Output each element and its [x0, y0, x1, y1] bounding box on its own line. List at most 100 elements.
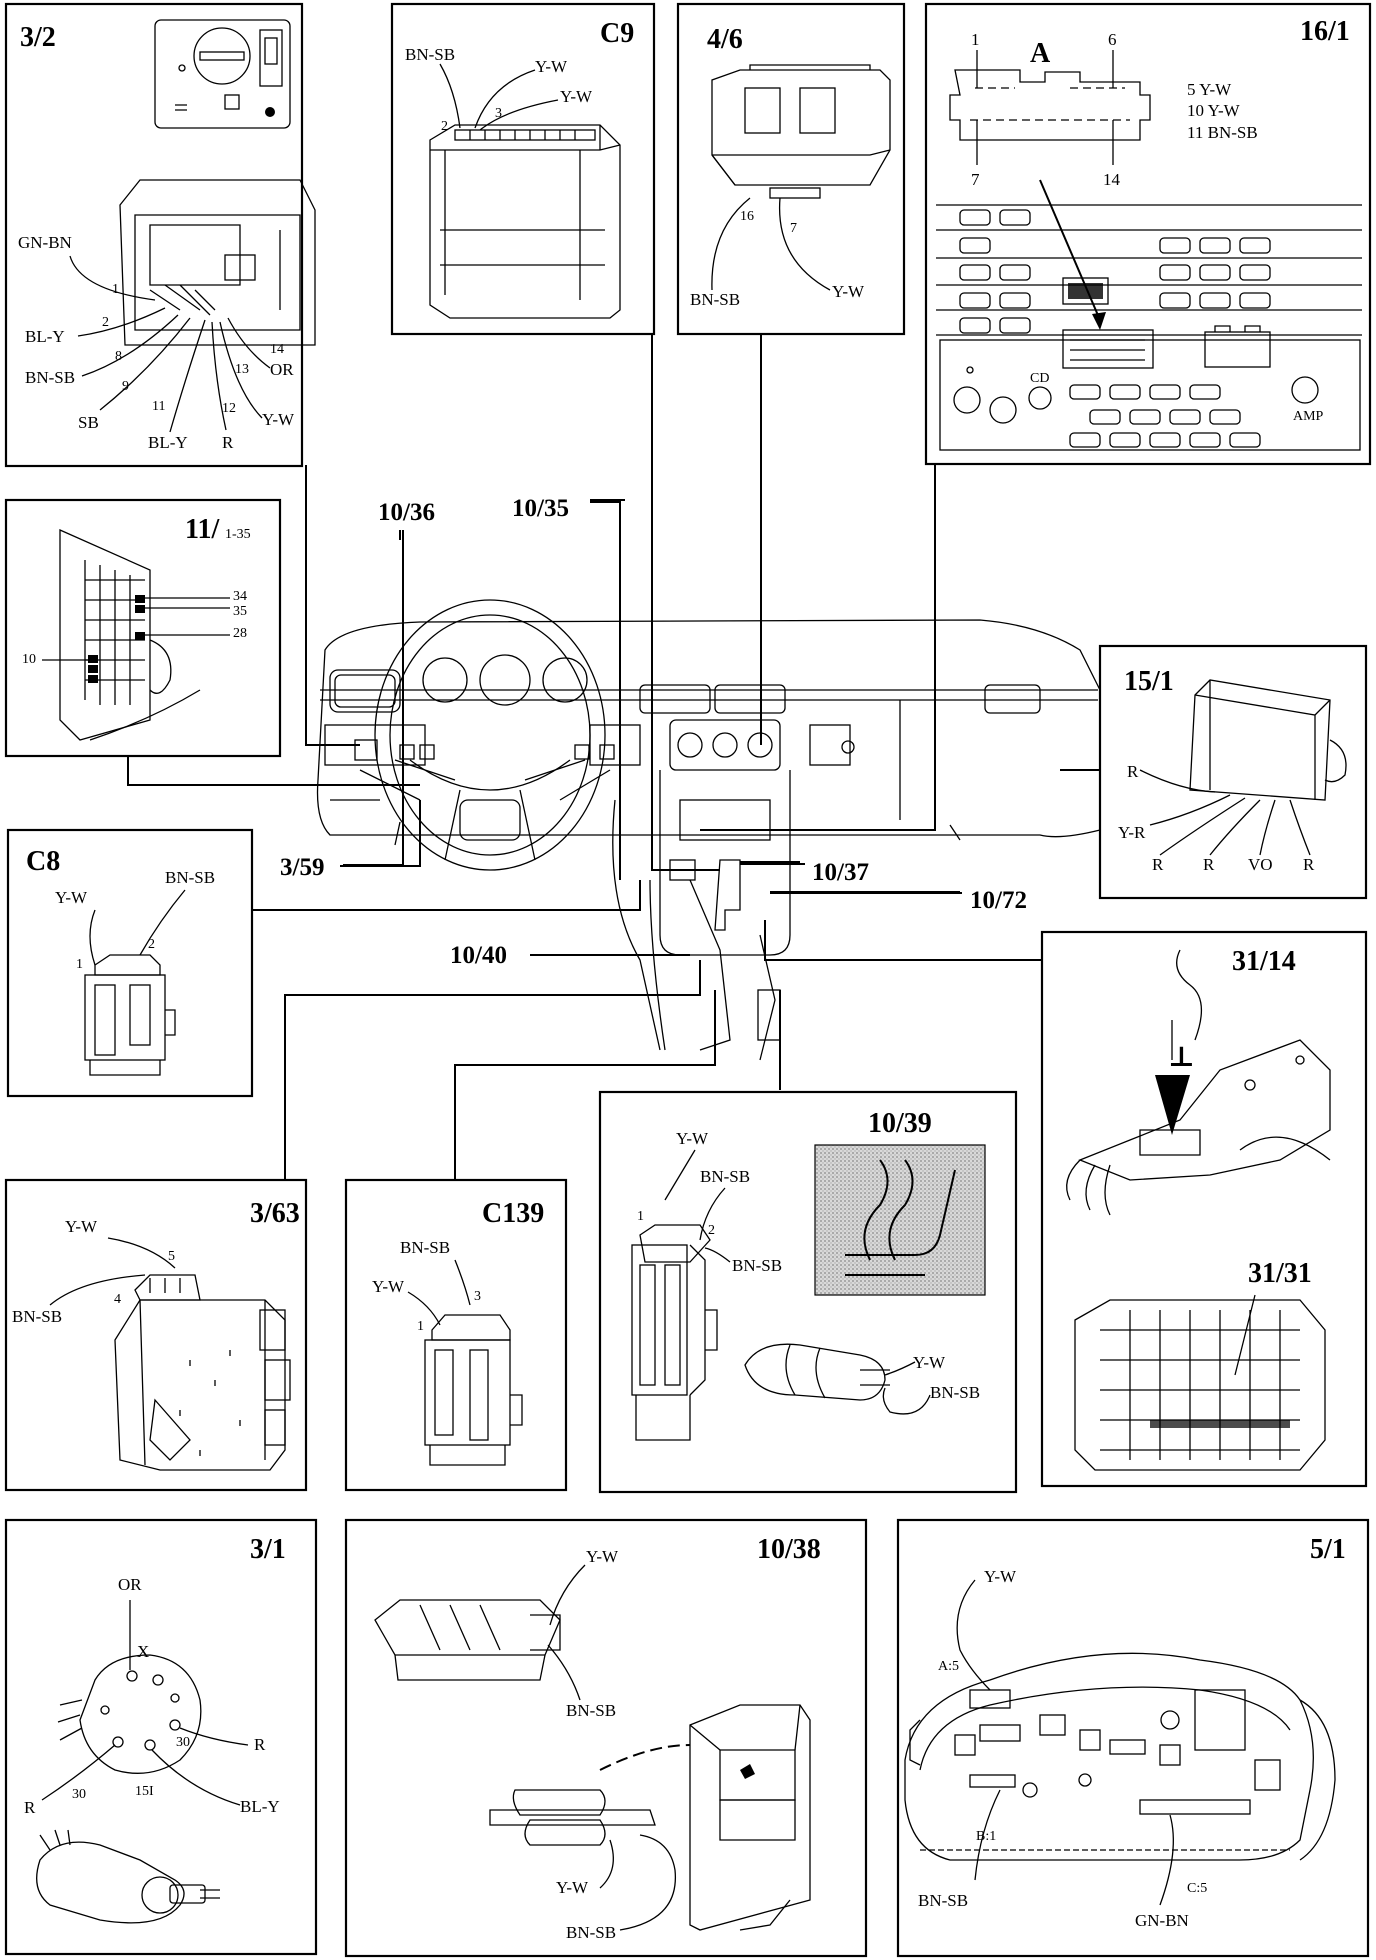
panel-3-2: 3/2 GN-BN 1 BL-Y 2 BN-SB 8 SB 9 BL-Y 11 …	[4, 2, 316, 468]
diagram-label: 1	[112, 282, 119, 297]
diagram-label: 1-35	[225, 527, 251, 542]
diagram-label: 3	[474, 1289, 481, 1304]
diagram-label: R	[222, 433, 234, 452]
panel-3-1: 3/1 OR X 30 R 30 R 15I BL-Y	[4, 1518, 318, 1956]
cd-label: CD	[1030, 371, 1049, 386]
diagram-label: VO	[1248, 855, 1273, 874]
diagram-label: Y-W	[676, 1129, 709, 1148]
diagram-label: 14	[270, 342, 284, 357]
diagram-label: 10/39	[868, 1108, 932, 1139]
diagram-label: Y-R	[1118, 823, 1146, 842]
diagram-label: X	[137, 1642, 149, 1661]
diagram-label: Y-W	[913, 1353, 946, 1372]
panel-5-1: 5/1 Y-W A:5 B:1 BN-SB C:5 GN-BN	[896, 1518, 1370, 1958]
callout-10-35: 10/35	[512, 495, 569, 522]
diagram-label: 3	[495, 106, 502, 121]
panel-c9: C9 BN-SB 2 Y-W 3 Y-W	[390, 2, 656, 336]
diagram-label: C9	[600, 18, 634, 49]
panel-10-38: 10/38 Y-W BN-SB Y-W BN-SB	[344, 1518, 868, 1958]
diagram-label: 3/1	[250, 1534, 286, 1565]
diagram-label: 6	[1108, 30, 1117, 49]
panel-15-1: 15/1 R Y-R R R VO R	[1098, 644, 1368, 900]
diagram-label: Y-W	[372, 1277, 405, 1296]
diagram-label: 5 Y-W	[1187, 80, 1232, 99]
diagram-label: 2	[441, 119, 448, 134]
diagram-label: 31/31	[1248, 1258, 1312, 1289]
diagram-label: 5	[168, 1249, 175, 1264]
diagram-label: 1	[417, 1319, 424, 1334]
diagram-label: 12	[222, 401, 236, 416]
diagram-label: 5/1	[1310, 1534, 1346, 1565]
amp-label: AMP	[1293, 409, 1324, 424]
panel-16-1: 16/1 A 1 6 7 14 5 Y-W 10 Y-W 11 BN-SB	[924, 2, 1372, 466]
diagram-label: Y-W	[535, 57, 568, 76]
diagram-label: 11	[152, 399, 165, 414]
center-callouts: 10/36 10/35 3/59 10/37 10/72 10/40	[280, 495, 1027, 969]
diagram-label: Y-W	[55, 888, 88, 907]
diagram-label: Y-W	[560, 87, 593, 106]
diagram-label: Y-W	[262, 410, 295, 429]
diagram-label: BN-SB	[400, 1238, 450, 1257]
diagram-label: 15/1	[1124, 666, 1174, 697]
diagram-label: 2	[102, 315, 109, 330]
diagram-label: 31/14	[1232, 946, 1296, 977]
diagram-label: A:5	[938, 1659, 959, 1674]
panel-31-14-31-31: 31/14 ⊥ 31/31	[1040, 930, 1368, 1488]
diagram-label: 9	[122, 379, 129, 394]
diagram-label: Y-W	[586, 1547, 619, 1566]
diagram-label: BN-SB	[690, 290, 740, 309]
callout-3-59: 3/59	[280, 854, 324, 881]
callout-10-72: 10/72	[970, 887, 1027, 914]
diagram-label: 10/38	[757, 1534, 821, 1565]
diagram-label: BN-SB	[930, 1383, 980, 1402]
diagram-label: OR	[270, 360, 294, 379]
diagram-label: R	[24, 1798, 36, 1817]
diagram-label: 16	[740, 209, 754, 224]
diagram-label: B:1	[976, 1829, 996, 1844]
diagram-label: GN-BN	[18, 233, 72, 252]
diagram-label: R	[1152, 855, 1164, 874]
diagram-label: 30	[72, 1787, 86, 1802]
diagram-label: 14	[1103, 170, 1121, 189]
diagram-label: C139	[482, 1198, 544, 1229]
diagram-label: 4	[114, 1292, 121, 1307]
callout-10-36: 10/36	[378, 499, 435, 526]
diagram-label: C8	[26, 846, 60, 877]
callout-10-40: 10/40	[450, 942, 507, 969]
panel-c8: C8 Y-W 1 BN-SB 2	[6, 828, 254, 1098]
diagram-label: 10 Y-W	[1187, 101, 1241, 120]
diagram-label: R	[1127, 762, 1139, 781]
diagram-label: Y-W	[556, 1878, 589, 1897]
diagram-label: BL-Y	[25, 327, 65, 346]
diagram-label: BN-SB	[405, 45, 455, 64]
diagram-label: BN-SB	[566, 1701, 616, 1720]
panel-c139: C139 BN-SB 3 Y-W 1	[344, 1178, 568, 1492]
panel-10-39: 10/39 Y-W 1 BN-SB 2 BN-SB Y-W BN-SB	[598, 1090, 1018, 1494]
diagram-label: 35	[233, 604, 247, 619]
diagram-label: 13	[235, 362, 249, 377]
diagram-label: BN-SB	[566, 1923, 616, 1942]
diagram-label: BN-SB	[918, 1891, 968, 1910]
diagram-label: 3/2	[20, 22, 56, 53]
diagram-label: SB	[78, 413, 99, 432]
diagram-label: BN-SB	[25, 368, 75, 387]
fuse-grid	[88, 595, 145, 683]
diagram-label: R	[1203, 855, 1215, 874]
diagram-label: BL-Y	[148, 433, 188, 452]
callout-10-37: 10/37	[812, 859, 869, 886]
diagram-label: C:5	[1187, 1881, 1207, 1896]
diagram-label: Y-W	[65, 1217, 98, 1236]
diagram-label: 10	[22, 652, 36, 667]
diagram-label: 11/	[185, 514, 220, 545]
diagram-label: 16/1	[1300, 16, 1350, 47]
diagram-label: 2	[148, 937, 155, 952]
diagram-label: 8	[115, 349, 122, 364]
diagram-label: 11 BN-SB	[1187, 123, 1258, 142]
diagram-label: 4/6	[707, 24, 743, 55]
connector-a-label: A	[1030, 38, 1051, 69]
panel-11: 11/ 1-35 34 35 28 10	[4, 498, 282, 758]
diagram-label: R	[254, 1735, 266, 1754]
diagram-label: 1	[76, 957, 83, 972]
